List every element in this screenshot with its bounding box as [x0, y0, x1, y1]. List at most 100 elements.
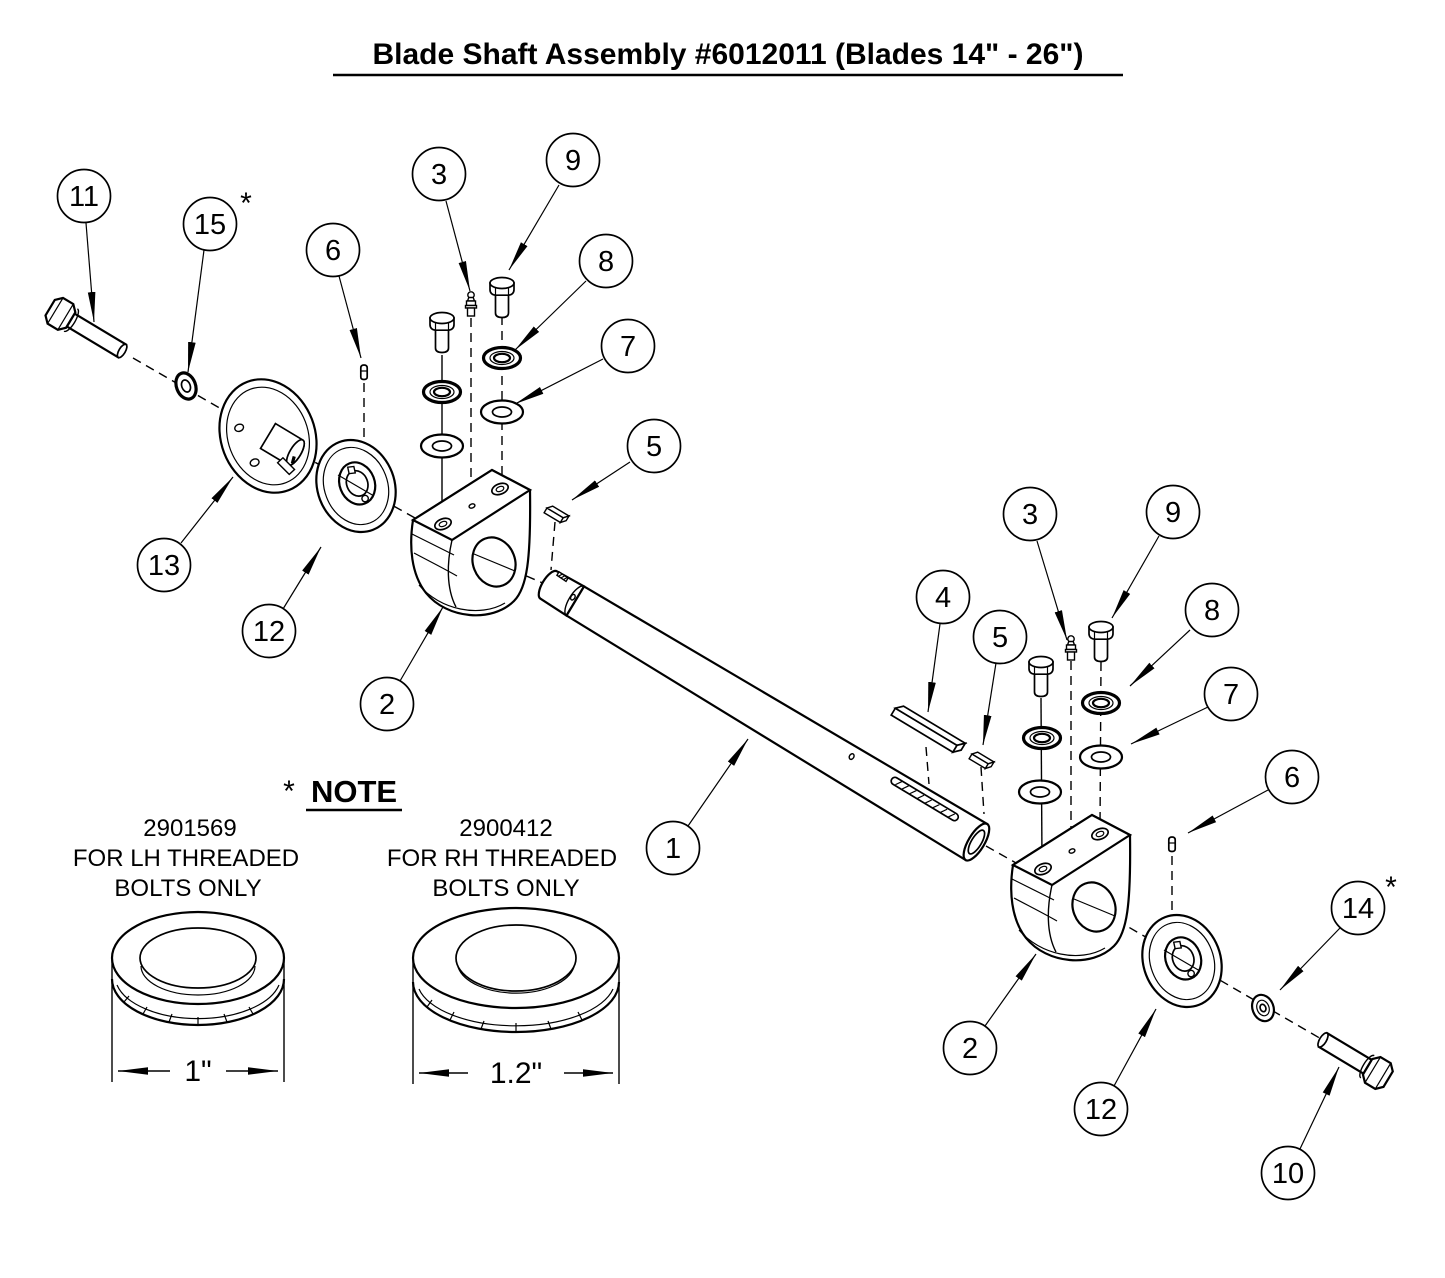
balloon-1: 1: [645, 820, 701, 876]
svg-text:15: 15: [194, 209, 226, 241]
balloon-2-right: 2: [942, 1020, 998, 1076]
note-washer-lh: [110, 910, 286, 1027]
part-bearing-housing-left: [410, 468, 532, 617]
leader-2-left: [399, 606, 444, 682]
note-lh-line1: FOR LH THREADED: [73, 845, 299, 872]
part-flat-washer-7-left: [479, 399, 525, 425]
svg-text:4: 4: [935, 582, 951, 614]
note-dimension-lh-value: 1": [184, 1055, 211, 1088]
part-hex-bolt-right-a: [1028, 655, 1054, 698]
balloons: 11 15 * 6 3 9 8 7 5 13 12 2 1 4 5 3 9 8 …: [56, 132, 1397, 1201]
note-rh-part-number: 2900412: [459, 815, 552, 842]
part-hex-bolt-10: [1317, 1031, 1394, 1091]
balloon-12-right: 12: [1073, 1081, 1129, 1137]
balloon-15: 15: [182, 196, 238, 252]
balloon-8-right: 8: [1184, 582, 1240, 638]
balloon-5-left: 5: [626, 418, 682, 474]
balloon-9-right: 9: [1145, 484, 1201, 540]
balloon-14-note-marker: *: [1385, 871, 1397, 904]
part-hex-bolt-9-right: [1088, 620, 1114, 663]
svg-text:6: 6: [325, 235, 341, 267]
balloon-5-right: 5: [972, 609, 1028, 665]
leader-11: [85, 222, 96, 323]
part-flat-washer-right-a: [1017, 779, 1063, 805]
leader-2-right: [984, 953, 1037, 1027]
part-washer-15: [174, 371, 198, 401]
svg-text:9: 9: [1165, 497, 1181, 529]
note-heading: NOTE: [311, 774, 397, 809]
note-marker: *: [283, 775, 295, 808]
balloon-6-left: 6: [305, 222, 361, 278]
part-pulley-13: [218, 378, 318, 494]
svg-text:14: 14: [1342, 893, 1374, 925]
svg-text:2: 2: [379, 689, 395, 721]
leader-3-left: [445, 200, 471, 292]
note-rh-line1: FOR RH THREADED: [387, 845, 617, 872]
balloon-13: 13: [136, 537, 192, 593]
leader-8-left: [514, 280, 587, 351]
leader-14: [1279, 927, 1341, 991]
part-blade-shaft-1: [537, 569, 991, 862]
svg-text:8: 8: [598, 246, 614, 278]
part-hex-bolt-11: [44, 296, 128, 359]
leader-lines: [85, 184, 1341, 1152]
part-bearing-housing-right: [1010, 813, 1132, 962]
balloon-11: 11: [56, 168, 112, 224]
svg-text:11: 11: [69, 181, 99, 213]
svg-text:1: 1: [665, 833, 681, 865]
balloon-3-right: 3: [1002, 486, 1058, 542]
part-flat-washer-left-a: [419, 433, 465, 459]
part-key-5-left: [543, 503, 570, 526]
balloon-7-left: 7: [600, 318, 656, 374]
parts: [44, 276, 1394, 1091]
leader-12-right: [1113, 1008, 1157, 1087]
leader-7-right: [1130, 706, 1209, 745]
balloon-8-left: 8: [578, 233, 634, 289]
part-fitting-6-left: [359, 364, 369, 381]
balloon-7-right: 7: [1203, 666, 1259, 722]
part-lock-washer-8-left: [481, 345, 523, 371]
part-fitting-6-right: [1167, 836, 1177, 853]
note-lh-part-number: 2901569: [143, 815, 236, 842]
balloon-15-note-marker: *: [240, 187, 252, 220]
balloon-4: 4: [915, 569, 971, 625]
leader-9-right: [1111, 535, 1160, 619]
balloon-10: 10: [1260, 1145, 1316, 1201]
svg-text:5: 5: [646, 431, 662, 463]
leader-3-right: [1036, 540, 1068, 641]
svg-text:7: 7: [620, 331, 636, 363]
svg-text:3: 3: [1022, 499, 1038, 531]
leader-6-left: [338, 275, 362, 359]
balloon-2-left: 2: [359, 676, 415, 732]
note-dimension-lh: 1": [111, 958, 285, 1088]
svg-text:12: 12: [1085, 1094, 1117, 1126]
part-lock-washer-left-a: [421, 379, 463, 405]
part-hex-bolt-left-a: [429, 311, 455, 354]
leader-10: [1298, 1066, 1340, 1152]
part-grease-fitting-3-left: [464, 291, 478, 317]
svg-text:3: 3: [431, 159, 447, 191]
leader-5-left: [571, 461, 631, 501]
svg-text:8: 8: [1204, 595, 1220, 627]
leader-6-right: [1187, 789, 1269, 834]
svg-text:12: 12: [253, 616, 285, 648]
note-rh-line2: BOLTS ONLY: [432, 875, 579, 902]
leader-8-right: [1129, 629, 1191, 687]
part-washer-14: [1250, 993, 1276, 1023]
part-flat-washer-7-right: [1078, 744, 1124, 770]
balloon-3-left: 3: [411, 146, 467, 202]
leader-1: [687, 738, 749, 827]
leader-5-right: [982, 662, 997, 746]
leader-13: [180, 476, 234, 544]
svg-text:10: 10: [1272, 1158, 1304, 1190]
balloon-9-left: 9: [545, 132, 601, 188]
balloon-12-left: 12: [241, 603, 297, 659]
part-lock-washer-8-right: [1080, 690, 1122, 716]
svg-text:13: 13: [148, 550, 180, 582]
svg-text:2: 2: [962, 1033, 978, 1065]
svg-text:9: 9: [565, 145, 581, 177]
part-lock-washer-right-a: [1021, 725, 1063, 751]
leader-9-left: [508, 184, 560, 271]
